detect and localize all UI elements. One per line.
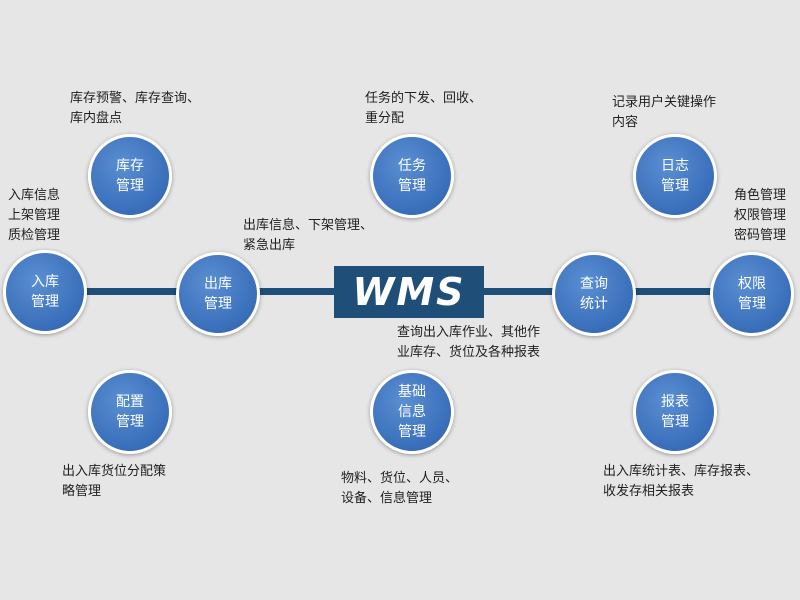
node-query: 查询 统计	[552, 252, 636, 336]
node-inbound: 入库 管理	[3, 250, 87, 334]
desc-config: 出入库货位分配策 略管理	[62, 464, 167, 499]
node-report: 报表 管理	[633, 370, 717, 454]
node-task-label: 任务 管理	[398, 158, 426, 194]
wms-center-box: WMS	[334, 266, 484, 318]
node-query-label: 查询 统计	[580, 276, 608, 312]
desc-query: 查询出入库作业、其他作 业库存、货位及各种报表	[397, 325, 541, 360]
node-config: 配置 管理	[88, 370, 172, 454]
node-log: 日志 管理	[633, 134, 717, 218]
node-inventory: 库存 管理	[88, 134, 172, 218]
desc-inbound: 入库信息 上架管理 质检管理	[8, 188, 61, 243]
wms-title: WMS	[352, 270, 466, 314]
node-outbound-label: 出库 管理	[204, 276, 232, 312]
desc-log: 记录用户关键操作 内容	[612, 95, 717, 130]
node-base-info: 基础 信息 管理	[370, 370, 454, 454]
desc-outbound: 出库信息、下架管理、 紧急出库	[243, 218, 374, 253]
node-task: 任务 管理	[370, 134, 454, 218]
desc-task: 任务的下发、回收、 重分配	[365, 91, 483, 126]
node-config-label: 配置 管理	[116, 394, 144, 430]
node-outbound: 出库 管理	[176, 252, 260, 336]
node-inventory-label: 库存 管理	[116, 158, 144, 194]
node-report-label: 报表 管理	[661, 394, 689, 430]
node-permission: 权限 管理	[710, 252, 794, 336]
desc-report: 出入库统计表、库存报表、 收发存相关报表	[603, 464, 760, 499]
desc-inventory: 库存预警、库存查询、 库内盘点	[70, 91, 201, 126]
desc-permission: 角色管理 权限管理 密码管理	[734, 188, 787, 243]
node-inbound-label: 入库 管理	[31, 274, 59, 310]
node-base-info-label: 基础 信息 管理	[398, 384, 426, 440]
desc-base-info: 物料、货位、人员、 设备、信息管理	[341, 471, 459, 506]
node-permission-label: 权限 管理	[738, 276, 766, 312]
node-log-label: 日志 管理	[661, 158, 689, 194]
